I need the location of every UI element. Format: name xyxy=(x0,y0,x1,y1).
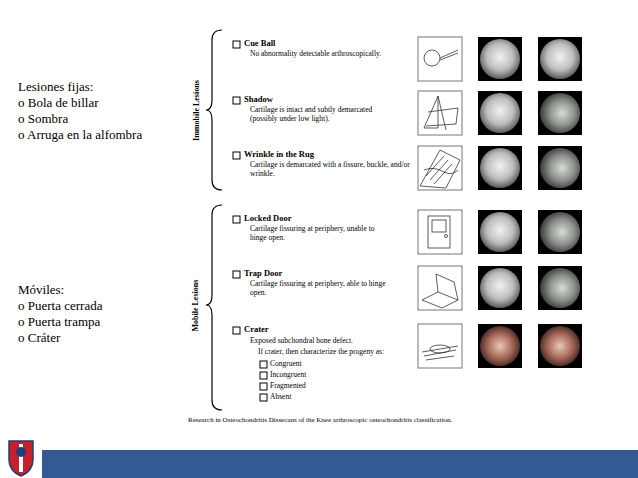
category-description: Exposed subchondral bone defect. xyxy=(250,337,410,346)
category-description: Cartilage is demarcated with a fissure, … xyxy=(250,161,410,178)
arthroscopy-photo xyxy=(478,266,522,310)
slide-text: Lesiones fijas: xyxy=(18,80,188,95)
category-title: Crater xyxy=(244,325,404,335)
checkbox xyxy=(233,216,240,223)
checkbox xyxy=(260,383,267,390)
checkbox xyxy=(233,41,240,48)
category-description: Incongruent xyxy=(270,371,390,380)
arthroscopy-photo xyxy=(538,210,582,254)
figure-caption: Research in Osteochondritis Dissecans of… xyxy=(188,416,518,424)
category-description: Congruent xyxy=(270,360,390,369)
arthroscopy-photo xyxy=(538,146,582,190)
brace xyxy=(206,205,222,410)
arthroscopy-photo xyxy=(538,37,582,81)
sketch-frame xyxy=(418,37,462,81)
slide-text: o Puerta cerrada xyxy=(18,299,188,314)
slide-text: o Cráter xyxy=(18,331,188,346)
category-description: Absent xyxy=(270,393,390,402)
shadow-sketch xyxy=(424,96,458,130)
category-title: Cue Ball xyxy=(244,39,404,49)
slide-text: o Arruga en la alfombra xyxy=(18,128,188,143)
category-title: Trap Door xyxy=(244,269,404,279)
category-description: Cartilage fissuring at periphery, able t… xyxy=(250,280,390,297)
sketch-frame xyxy=(418,146,462,190)
category-description: Cartilage is intact and subtly demarcate… xyxy=(250,106,390,123)
sketch-frame xyxy=(418,324,462,368)
category-description: No abnormality detectable arthroscopical… xyxy=(250,50,415,59)
category-title: Locked Door xyxy=(244,214,404,224)
logo-background xyxy=(0,436,42,478)
category-description: Fragmented xyxy=(270,382,390,391)
arthroscopy-photo xyxy=(478,91,522,135)
checkbox xyxy=(233,271,240,278)
category-description: Cartilage fissuring at periphery, unable… xyxy=(250,225,390,242)
arthroscopy-photo xyxy=(478,324,522,368)
checkbox xyxy=(233,152,240,159)
group-label: Mobile Lesions xyxy=(191,279,200,331)
logo xyxy=(9,441,33,476)
locked-door-sketch xyxy=(428,216,450,248)
checkbox xyxy=(260,361,267,368)
crater-sketch xyxy=(422,345,458,360)
arthroscopy-photo xyxy=(478,210,522,254)
footer-band xyxy=(0,450,638,478)
category-title: Shadow xyxy=(244,95,404,105)
category-description: If crater, then characterize the progeny… xyxy=(258,348,418,357)
slide-text: o Sombra xyxy=(18,112,188,127)
brace xyxy=(206,30,222,190)
arthroscopy-photo xyxy=(538,324,582,368)
wrinkle-sketch xyxy=(420,150,460,188)
arthroscopy-photo xyxy=(478,146,522,190)
checkbox xyxy=(233,327,240,334)
arthroscopy-photo xyxy=(538,266,582,310)
checkbox xyxy=(260,394,267,401)
slide-text: o Puerta trampa xyxy=(18,315,188,330)
slide-text: Móviles: xyxy=(18,283,188,298)
arthroscopy-photo xyxy=(538,91,582,135)
sketch-frame xyxy=(418,266,462,310)
sketch-frame xyxy=(418,210,462,254)
category-title: Wrinkle in the Rug xyxy=(244,150,404,160)
sketch-frame xyxy=(418,91,462,135)
slide-text: o Bola de billar xyxy=(18,96,188,111)
cue-ball-sketch xyxy=(424,50,458,66)
trap-door-sketch xyxy=(422,274,458,308)
group-label: Immobile Lesions xyxy=(191,80,200,141)
checkbox xyxy=(260,372,267,379)
checkbox xyxy=(233,97,240,104)
arthroscopy-photo xyxy=(478,37,522,81)
